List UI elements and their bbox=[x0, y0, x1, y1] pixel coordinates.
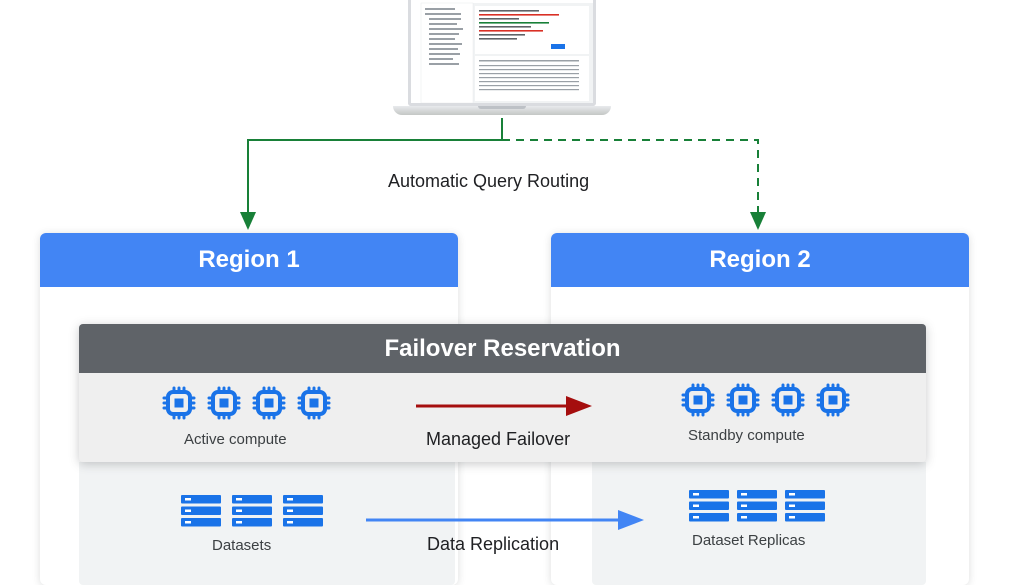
routing-arrow-region-2-dashed bbox=[502, 139, 766, 230]
data-replication-arrow bbox=[366, 510, 644, 530]
database-table-icon bbox=[737, 490, 777, 522]
cpu-chip-icon bbox=[681, 383, 715, 417]
cpu-chip-icon bbox=[207, 386, 241, 420]
console-screenshot bbox=[411, 0, 593, 103]
database-table-icon bbox=[689, 490, 729, 522]
routing-label: Automatic Query Routing bbox=[388, 171, 590, 191]
data-replication-label: Data Replication bbox=[427, 534, 560, 554]
database-table-icon bbox=[232, 495, 272, 527]
laptop-base bbox=[393, 106, 611, 115]
cpu-chip-icon bbox=[726, 383, 760, 417]
cpu-chip-icon bbox=[162, 386, 196, 420]
database-table-icon bbox=[785, 490, 825, 522]
datasets-icons bbox=[181, 495, 323, 527]
region-2-title: Region 2 bbox=[551, 233, 969, 287]
cpu-chip-icon bbox=[297, 386, 331, 420]
laptop-notch bbox=[478, 106, 526, 109]
cpu-chip-icon bbox=[816, 383, 850, 417]
standby-compute-label: Standby compute bbox=[688, 427, 805, 444]
failover-reservation-title: Failover Reservation bbox=[79, 324, 926, 373]
cpu-chip-icon bbox=[771, 383, 805, 417]
failover-reservation-panel: Failover Reservation bbox=[79, 324, 926, 462]
dataset-replicas-label: Dataset Replicas bbox=[692, 532, 806, 549]
standby-compute-chips bbox=[681, 383, 850, 417]
datasets-label: Datasets bbox=[212, 537, 272, 554]
database-table-icon bbox=[283, 495, 323, 527]
managed-failover-label: Managed Failover bbox=[426, 429, 571, 449]
active-compute-chips bbox=[162, 386, 331, 420]
dataset-replicas-panel bbox=[592, 462, 926, 585]
dataset-replicas-icons bbox=[689, 490, 825, 522]
routing-arrow-region-1 bbox=[240, 118, 503, 230]
active-compute-label: Active compute bbox=[184, 431, 287, 448]
laptop-icon bbox=[408, 0, 596, 106]
cpu-chip-icon bbox=[252, 386, 286, 420]
database-table-icon bbox=[181, 495, 221, 527]
region-1-title: Region 1 bbox=[40, 233, 458, 287]
managed-failover-arrow bbox=[416, 396, 592, 416]
